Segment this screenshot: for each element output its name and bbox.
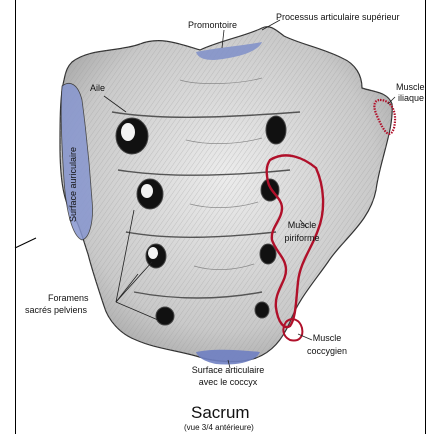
diagram-title: Sacrum <box>191 403 250 423</box>
label-processus-articulaire: Processus articulaire supérieur <box>276 12 400 22</box>
pointer-line <box>15 238 36 248</box>
coccyx-surface <box>196 350 260 365</box>
label-muscle-piriforme-2: piriforme <box>280 233 324 243</box>
label-foramens-2: sacrés pelviens <box>25 305 87 315</box>
label-surface-coccyx-2: avec le coccyx <box>186 377 270 387</box>
label-muscle-coccygien-2: coccygien <box>304 346 350 356</box>
label-muscle-piriforme-1: Muscle <box>284 220 320 230</box>
label-muscle-iliaque-2: iliaque <box>398 93 424 103</box>
label-muscle-iliaque-1: Muscle <box>396 82 425 92</box>
label-surface-coccyx-1: Surface articulaire <box>180 365 276 375</box>
label-promontoire: Promontoire <box>188 20 237 30</box>
label-foramens-1: Foramens <box>48 293 89 303</box>
label-muscle-coccygien-1: Muscle <box>308 333 346 343</box>
diagram-subtitle: (vue 3/4 antérieure) <box>184 423 254 432</box>
label-surface-auriculaire: Surface auriculaire <box>68 147 78 222</box>
label-aile: Aile <box>90 83 105 93</box>
